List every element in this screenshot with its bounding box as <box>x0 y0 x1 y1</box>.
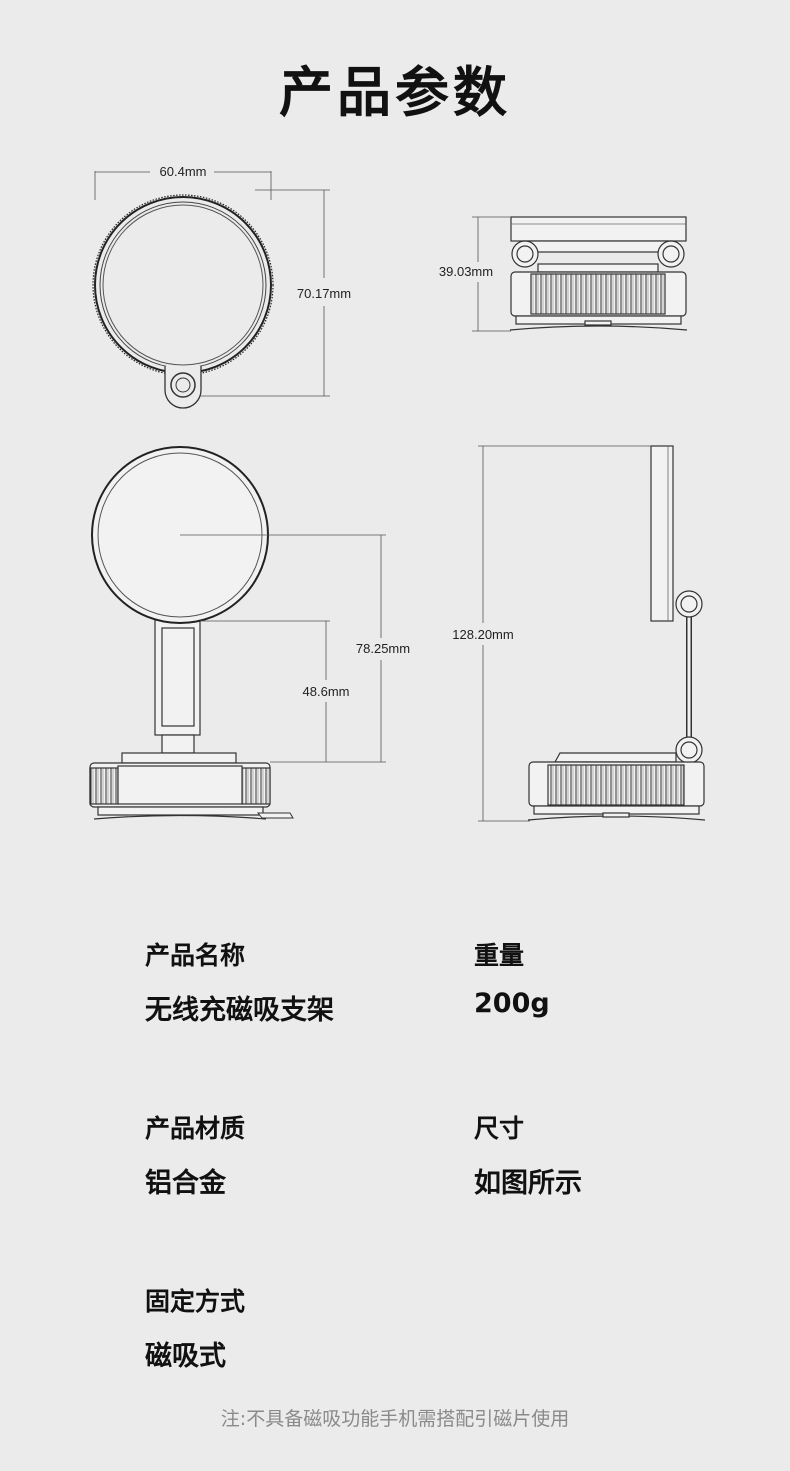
open-stem-label: 48.6mm <box>303 684 350 699</box>
spec-product-name: 产品名称 无线充磁吸支架 <box>145 936 334 1027</box>
front-view-drawing <box>92 194 274 409</box>
front-height-label: 70.17mm <box>297 286 351 301</box>
side-folded-drawing <box>509 216 688 331</box>
side-open-dimension <box>478 445 651 822</box>
spec-label: 产品材质 <box>145 1114 246 1143</box>
spec-label: 尺寸 <box>474 1114 525 1143</box>
front-open-drawing <box>89 446 294 820</box>
spec-label: 固定方式 <box>145 1287 246 1316</box>
spec-mounting: 固定方式 磁吸式 <box>145 1282 245 1373</box>
spec-value: 铝合金 <box>145 1168 226 1199</box>
spec-label: 产品名称 <box>145 941 246 970</box>
side-open-drawing <box>527 445 706 821</box>
front-height-dimension <box>200 189 330 397</box>
side-open-height-label: 128.20mm <box>452 627 513 642</box>
front-width-label: 60.4mm <box>160 164 207 179</box>
open-total-label: 78.25mm <box>356 641 410 656</box>
spec-material: 产品材质 铝合金 <box>145 1109 245 1200</box>
spec-value: 磁吸式 <box>145 1341 226 1372</box>
spec-size: 尺寸 如图所示 <box>474 1109 582 1200</box>
footnote: 注:不具备磁吸功能手机需搭配引磁片使用 <box>220 1408 570 1430</box>
spec-value: 无线充磁吸支架 <box>145 995 334 1026</box>
spec-value: 如图所示 <box>474 1168 582 1199</box>
product-diagrams: 60.4mm 70.17mm 39.03mm <box>89 164 706 822</box>
spec-value: 200g <box>474 988 550 1019</box>
front-width-dimension <box>94 171 272 200</box>
side-height-label: 39.03mm <box>439 264 493 279</box>
front-open-dimensions <box>180 534 386 763</box>
side-height-dimension <box>472 216 511 332</box>
page-title: 产品参数 <box>279 61 511 124</box>
spec-label: 重量 <box>474 941 525 970</box>
spec-weight: 重量 200g <box>474 936 550 1019</box>
